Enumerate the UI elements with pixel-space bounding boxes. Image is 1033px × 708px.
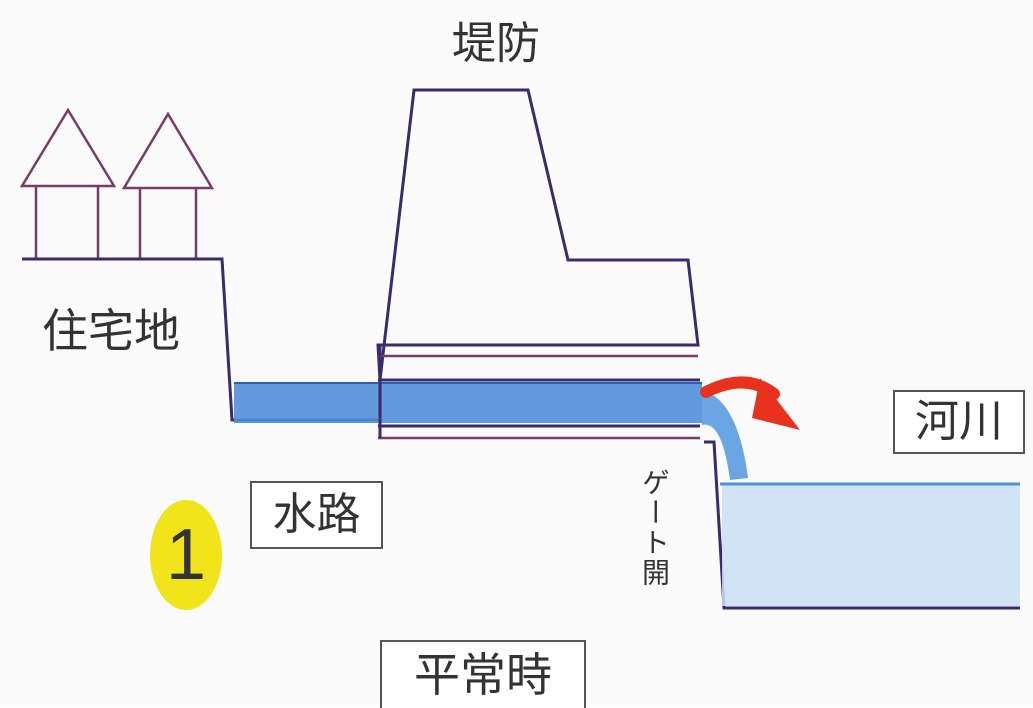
embankment-body — [376, 88, 700, 381]
gate-open-label: ゲート開 — [638, 468, 671, 588]
residential-label: 住宅地 — [42, 304, 180, 358]
channel-label: 水路 — [250, 481, 383, 549]
embankment-label: 堤防 — [452, 18, 540, 69]
river-label: 河川 — [893, 390, 1025, 454]
flow-arrow-head-icon — [752, 378, 800, 430]
channel-water — [234, 383, 702, 423]
step-badge: 1 — [150, 500, 222, 610]
house-right — [121, 111, 215, 258]
normal-time-label: 平常時 — [380, 640, 586, 708]
river-bank — [704, 440, 1020, 610]
house-left — [19, 107, 117, 258]
outflow-water — [702, 390, 748, 480]
river-water — [722, 484, 1020, 606]
